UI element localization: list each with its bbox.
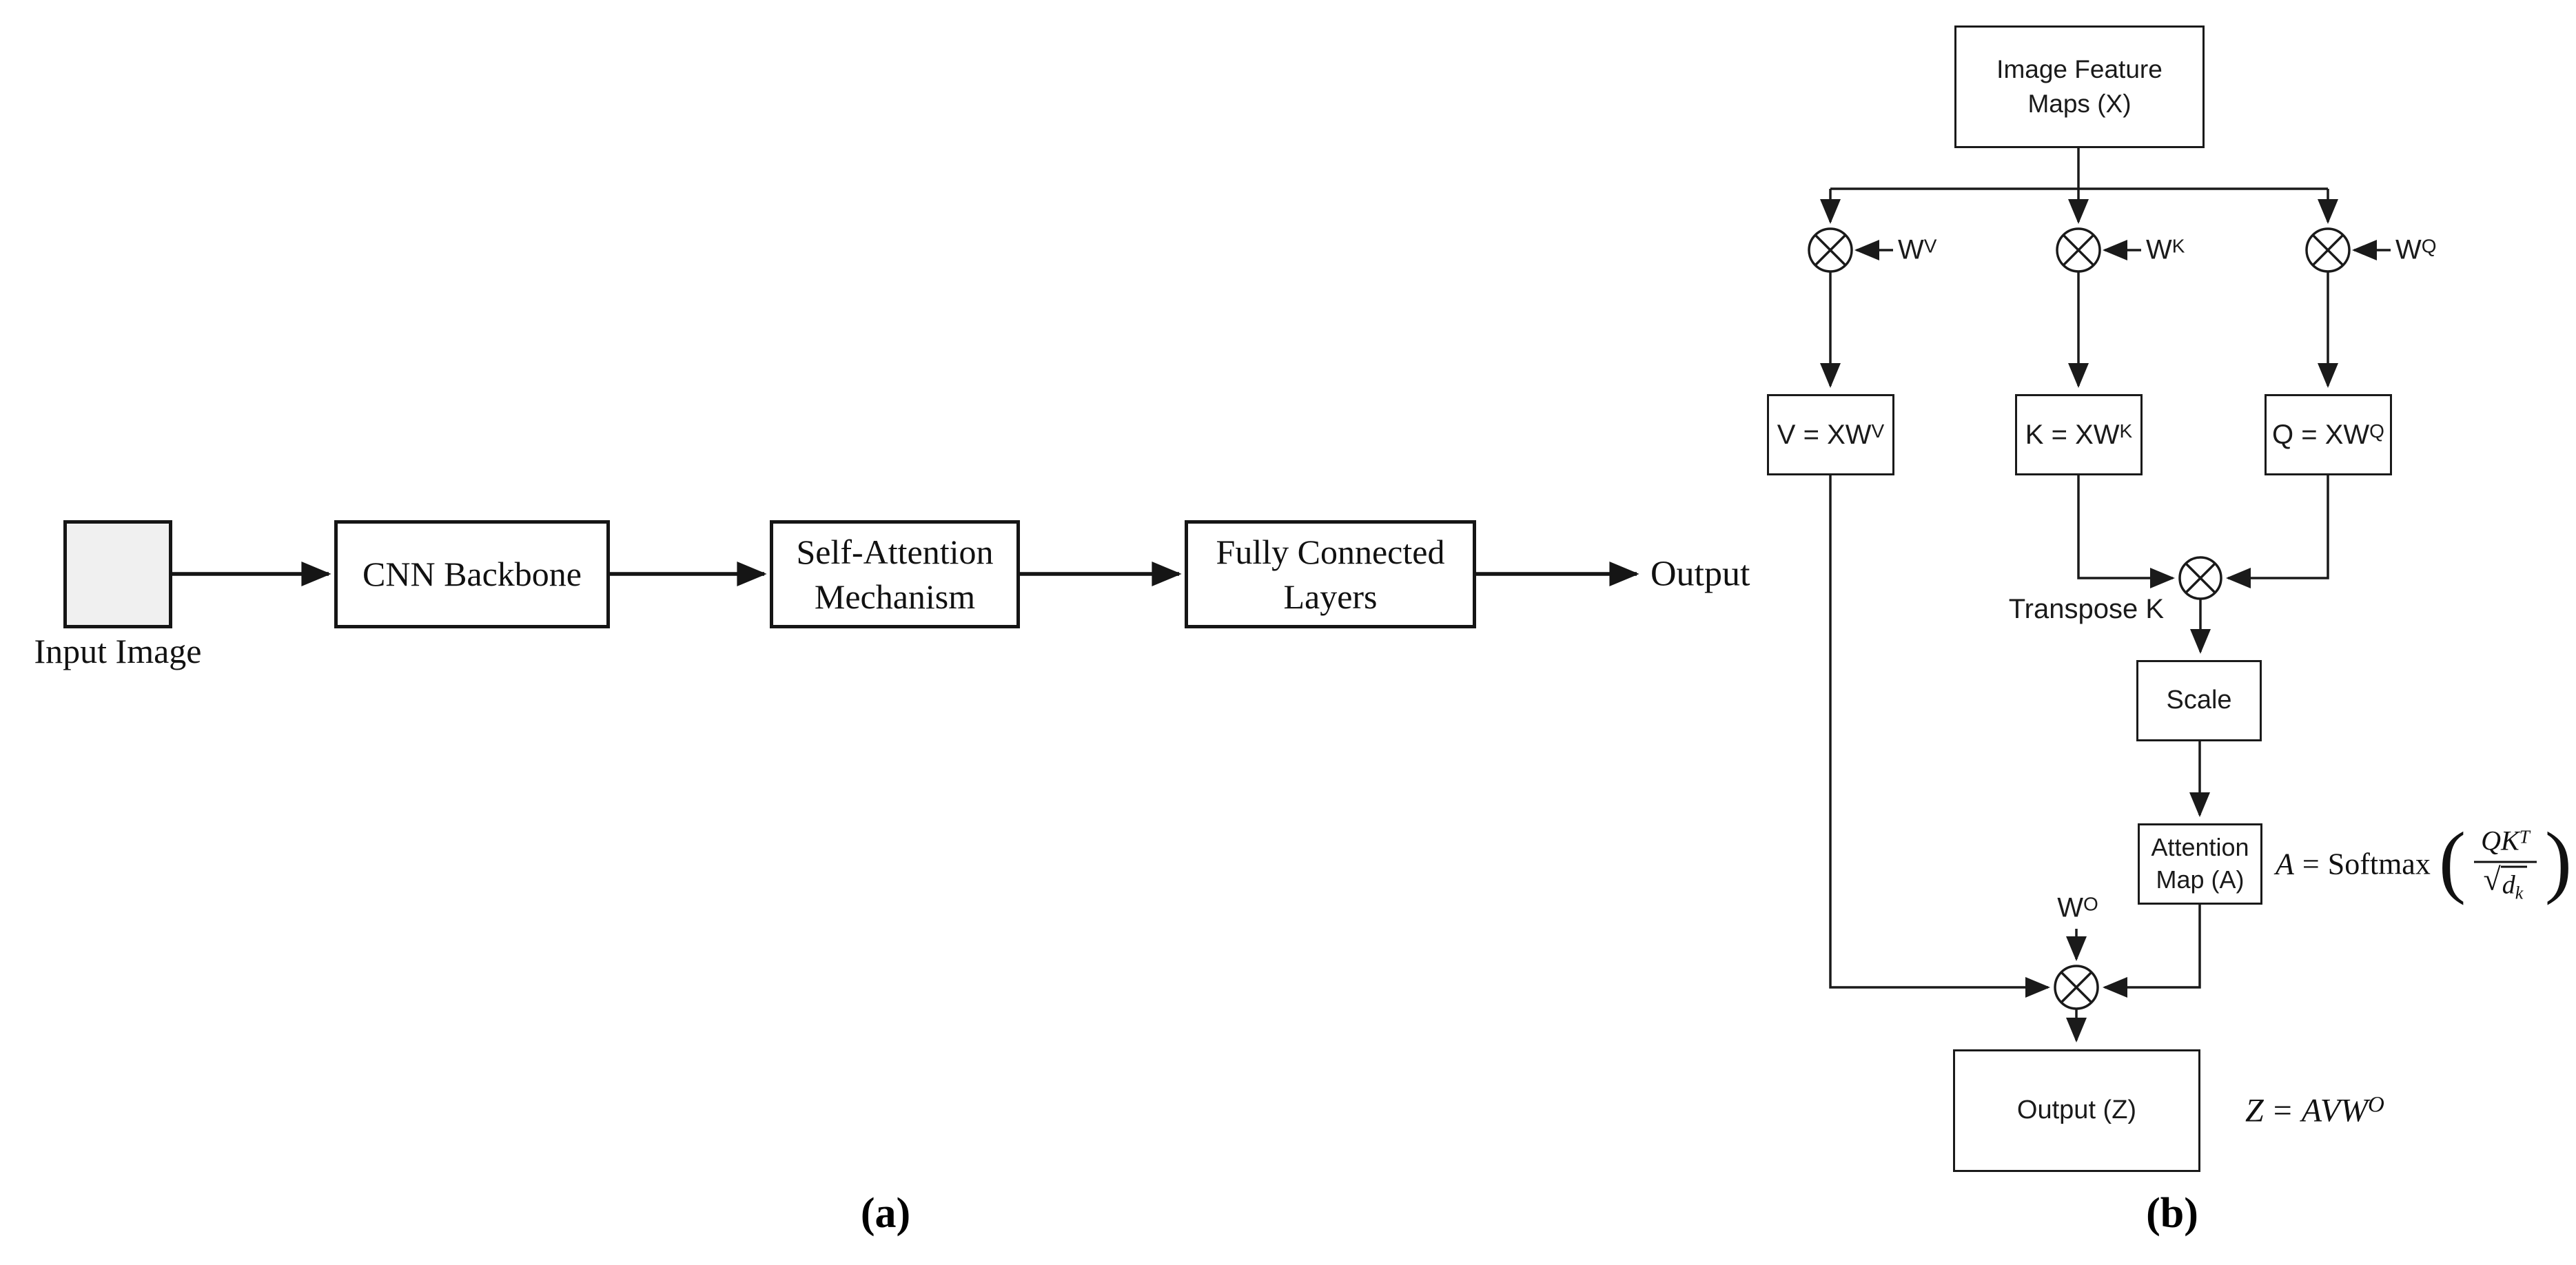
weight-k-label: WK — [2146, 235, 2185, 266]
weight-o-label: WO — [2057, 893, 2098, 924]
q-box-label: Q = XWQ — [2272, 418, 2384, 452]
wire-k-to-transpose-mul — [2077, 475, 2175, 588]
weight-v-base: W — [1898, 234, 1924, 265]
multiply-node-output — [2054, 965, 2099, 1010]
cnn-backbone-label: CNN Backbone — [362, 555, 582, 593]
numerator-sup: T — [2519, 826, 2530, 847]
cnn-backbone-box: CNN Backbone — [334, 520, 610, 628]
output-z-label: Output (Z) — [2016, 1096, 2137, 1125]
numerator-base: QK — [2481, 825, 2519, 856]
k-box-sup: K — [2119, 420, 2133, 442]
self-attention-box: Self-Attention Mechanism — [770, 520, 1020, 628]
input-image-box — [63, 520, 172, 628]
multiply-node-transpose — [2178, 556, 2222, 600]
caption-b: (b) — [2146, 1190, 2198, 1237]
radical-sign: √ — [2483, 861, 2501, 897]
output-z-box: Output (Z) — [1953, 1049, 2200, 1172]
output-formula-equals: = — [2273, 1092, 2292, 1129]
k-equals-xwk-box: K = XWK — [2015, 394, 2143, 475]
attention-formula-close-paren: ) — [2544, 815, 2573, 906]
denominator-base: d — [2502, 870, 2515, 900]
under-root: dk — [2500, 865, 2528, 904]
weight-o-base: W — [2057, 892, 2083, 923]
v-box-base: V = XW — [1777, 420, 1872, 450]
image-feature-maps-box: Image Feature Maps (X) — [1954, 25, 2205, 148]
k-box-base: K = XW — [2025, 420, 2120, 450]
weight-v-label: WV — [1898, 235, 1936, 266]
fully-connected-label-line2: Layers — [1283, 577, 1378, 616]
output-label: Output — [1650, 554, 1750, 594]
weight-q-sup: Q — [2421, 235, 2437, 257]
weight-q-label: WQ — [2395, 235, 2437, 266]
multiply-nodes — [1808, 227, 2351, 1010]
attention-formula-lhs: A — [2276, 847, 2294, 881]
wire-v-to-output-mul — [1829, 475, 2050, 998]
input-image-label: Input Image — [34, 632, 202, 670]
scale-box: Scale — [2136, 660, 2262, 741]
caption-a: (a) — [860, 1190, 911, 1237]
attention-map-line1: Attention — [2151, 833, 2249, 862]
attention-map-line2: Map (A) — [2156, 865, 2245, 894]
output-formula: Z = AVWO — [2245, 1092, 2384, 1130]
fully-connected-box: Fully Connected Layers — [1185, 520, 1476, 628]
v-box-sup: V — [1871, 420, 1885, 442]
attention-formula-fraction: QKT √dk — [2474, 825, 2537, 904]
q-box-base: Q = XW — [2272, 420, 2370, 450]
scale-label: Scale — [2166, 686, 2232, 715]
self-attention-label-line1: Self-Attention — [796, 532, 994, 571]
image-feature-maps-line2: Maps (X) — [2027, 90, 2132, 118]
output-formula-rhs-sup: O — [2368, 1092, 2384, 1118]
weight-k-base: W — [2146, 234, 2172, 265]
weight-q-base: W — [2395, 234, 2422, 265]
output-formula-lhs: Z — [2245, 1092, 2264, 1129]
transpose-k-label: Transpose K — [2008, 594, 2164, 624]
weight-o-sup: O — [2083, 893, 2098, 915]
wire-attention-to-output-mul — [2103, 905, 2201, 998]
output-formula-rhs-base: AVW — [2301, 1092, 2369, 1129]
attention-formula-equals: = — [2302, 847, 2320, 881]
wire-q-to-transpose-mul — [2226, 475, 2329, 588]
attention-formula-softmax: Softmax — [2327, 847, 2431, 881]
k-box-label: K = XWK — [2025, 418, 2132, 452]
denominator-sub: k — [2515, 883, 2524, 903]
output-formula-rhs: AVWO — [2302, 1092, 2384, 1130]
weight-k-sup: K — [2171, 235, 2185, 257]
image-feature-maps-line1: Image Feature — [1996, 55, 2163, 84]
q-box-sup: Q — [2369, 420, 2384, 442]
q-equals-xwq-box: Q = XWQ — [2265, 394, 2392, 475]
multiply-node-v — [1808, 227, 1853, 273]
attention-map-box: Attention Map (A) — [2138, 823, 2262, 905]
attention-formula-numerator: QKT — [2474, 825, 2537, 863]
self-attention-label-line2: Mechanism — [814, 577, 976, 616]
v-box-label: V = XWV — [1777, 418, 1884, 452]
v-equals-xwv-box: V = XWV — [1767, 394, 1894, 475]
attention-formula: A = Softmax ( QKT √dk ) — [2276, 815, 2573, 906]
attention-formula-open-paren: ( — [2438, 815, 2466, 906]
multiply-node-k — [2056, 227, 2101, 273]
attention-formula-denominator: √dk — [2484, 863, 2528, 904]
fully-connected-label-line1: Fully Connected — [1216, 532, 1445, 571]
multiply-node-q — [2305, 227, 2351, 273]
panel-b-wires — [1820, 148, 2391, 1042]
weight-v-sup: V — [1923, 235, 1937, 257]
